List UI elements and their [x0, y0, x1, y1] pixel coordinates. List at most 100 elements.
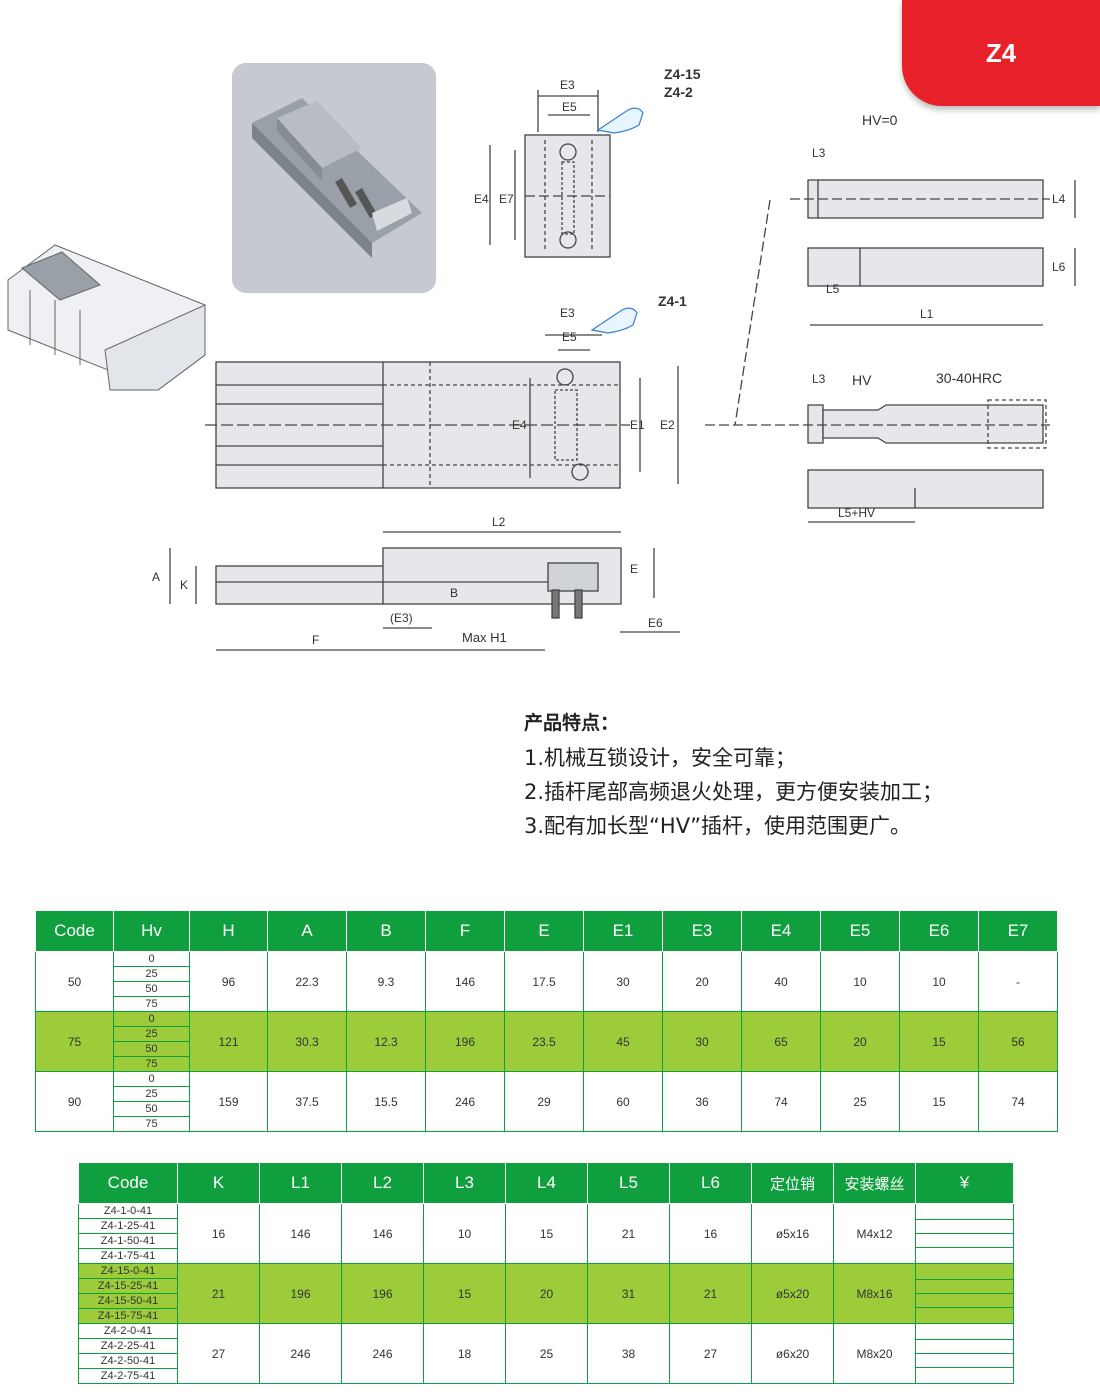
label-e7: E7 [499, 192, 514, 206]
label-l5: L5 [826, 282, 840, 296]
code-cell: Z4-15-0-41 Z4-15-25-41 Z4-15-50-41 Z4-15… [78, 1263, 178, 1324]
col-header: E3 [662, 910, 742, 952]
table-cell: 74 [978, 1071, 1058, 1132]
table-row: 50 0 25 50 75 96 22.3 9.3 146 17.5 30 20… [35, 951, 1058, 1012]
code-cell: 75 [35, 1011, 114, 1072]
col-header: 定位销 [751, 1162, 834, 1204]
price-cell [915, 1323, 1014, 1384]
table-cell: 21 [669, 1263, 752, 1324]
table-cell: 17.5 [504, 951, 584, 1012]
table-cell: 22.3 [267, 951, 347, 1012]
hv-value: 0 [114, 1072, 189, 1087]
label-hv: HV [852, 372, 872, 388]
col-header: 安装螺丝 [833, 1162, 916, 1204]
table-cell: ø6x20 [751, 1323, 834, 1384]
table-cell: 29 [504, 1071, 584, 1132]
col-header: L4 [505, 1162, 588, 1204]
table-cell: 20 [662, 951, 742, 1012]
table-cell: 246 [425, 1071, 505, 1132]
table-cell: 56 [978, 1011, 1058, 1072]
code-cell: 50 [35, 951, 114, 1012]
label-l2: L2 [492, 515, 506, 529]
part-code: Z4-2-25-41 [79, 1339, 177, 1354]
table-cell: 31 [587, 1263, 670, 1324]
table-cell: 36 [662, 1071, 742, 1132]
label-hv0: HV=0 [862, 112, 898, 128]
table-cell: 10 [899, 951, 979, 1012]
table-cell: 45 [583, 1011, 663, 1072]
label-f: F [312, 633, 320, 647]
hv-value: 50 [114, 1102, 189, 1117]
hv-value: 0 [114, 952, 189, 967]
col-header: E7 [978, 910, 1058, 952]
table-cell: 65 [741, 1011, 821, 1072]
part-code: Z4-15-75-41 [97, 1310, 159, 1322]
table-cell: 96 [189, 951, 268, 1012]
hv-cell: 0 25 50 75 [113, 1011, 190, 1072]
col-header: H [189, 910, 268, 952]
label-e4-mid: E4 [512, 418, 527, 432]
table-cell: 30 [583, 951, 663, 1012]
table-cell: 30.3 [267, 1011, 347, 1072]
col-header: L6 [669, 1162, 752, 1204]
table-cell: 30 [662, 1011, 742, 1072]
table-cell: 23.5 [504, 1011, 584, 1072]
col-header: B [346, 910, 426, 952]
table-cell: 38 [587, 1323, 670, 1384]
label-e3-top: E3 [560, 78, 575, 92]
col-header: E4 [741, 910, 821, 952]
table-cell: 20 [820, 1011, 900, 1072]
label-a: A [152, 570, 161, 584]
table-cell: 27 [669, 1323, 752, 1384]
dimension-table: Code Hv H A B F E E1 E3 E4 E5 E6 E7 50 0… [35, 910, 1058, 1132]
feature-item: 3.配有加长型“HV”插杆，使用范围更广。 [524, 814, 911, 838]
label-l3-top: L3 [812, 146, 826, 160]
col-header: E [504, 910, 584, 952]
col-header: K [177, 1162, 260, 1204]
label-e4-top: E4 [474, 192, 489, 206]
label-e: E [630, 562, 639, 576]
feature-item: 2.插杆尾部高频退火处理，更方便安装加工； [524, 780, 944, 804]
table-cell: 10 [820, 951, 900, 1012]
table-cell: M4x12 [833, 1203, 916, 1264]
hv-value: 0 [114, 1012, 189, 1027]
table-cell: 146 [341, 1203, 424, 1264]
table-cell: 37.5 [267, 1071, 347, 1132]
table-cell: 27 [177, 1323, 260, 1384]
hv-cell: 0 25 50 75 [113, 951, 190, 1012]
label-l3-bottom: L3 [812, 372, 826, 386]
table-row: Z4-15-0-41 Z4-15-25-41 Z4-15-50-41 Z4-15… [78, 1263, 1014, 1324]
col-header: L1 [259, 1162, 342, 1204]
hv-value: 50 [114, 982, 189, 997]
mold-sketch [7, 244, 206, 391]
hv-value: 25 [114, 1027, 189, 1042]
table-cell: 146 [425, 951, 505, 1012]
label-e6: E6 [648, 616, 663, 630]
label-l5hv: L5+HV [838, 506, 876, 520]
table-row: 90 0 25 50 75 159 37.5 15.5 246 29 60 36… [35, 1071, 1058, 1132]
price-cell [915, 1263, 1014, 1324]
label-z4-15: Z4-15 [664, 66, 701, 82]
product-features: 产品特点： 1.机械互锁设计，安全可靠； 2.插杆尾部高频退火处理，更方便安装加… [524, 708, 1084, 843]
col-header: A [267, 910, 347, 952]
table-cell: 12.3 [346, 1011, 426, 1072]
table-cell: 15 [899, 1011, 979, 1072]
table-cell: - [978, 951, 1058, 1012]
table-cell: 15 [423, 1263, 506, 1324]
hv-value: 25 [114, 1087, 189, 1102]
price-cell [915, 1203, 1014, 1264]
label-e3-mid: E3 [560, 306, 575, 320]
table-cell: 9.3 [346, 951, 426, 1012]
table-cell: 21 [177, 1263, 260, 1324]
col-header: L3 [423, 1162, 506, 1204]
hv-value: 25 [114, 967, 189, 982]
col-header: F [425, 910, 505, 952]
table-cell: 18 [423, 1323, 506, 1384]
part-code: Z4-1-25-41 [79, 1219, 177, 1234]
part-code: Z4-1-0-41 [79, 1204, 177, 1219]
table-cell: 159 [189, 1071, 268, 1132]
part-code: Z4-2-75-41 [100, 1370, 156, 1382]
code-cell: 90 [35, 1071, 114, 1132]
part-code: Z4-1-50-41 [79, 1234, 177, 1249]
col-header: L2 [341, 1162, 424, 1204]
